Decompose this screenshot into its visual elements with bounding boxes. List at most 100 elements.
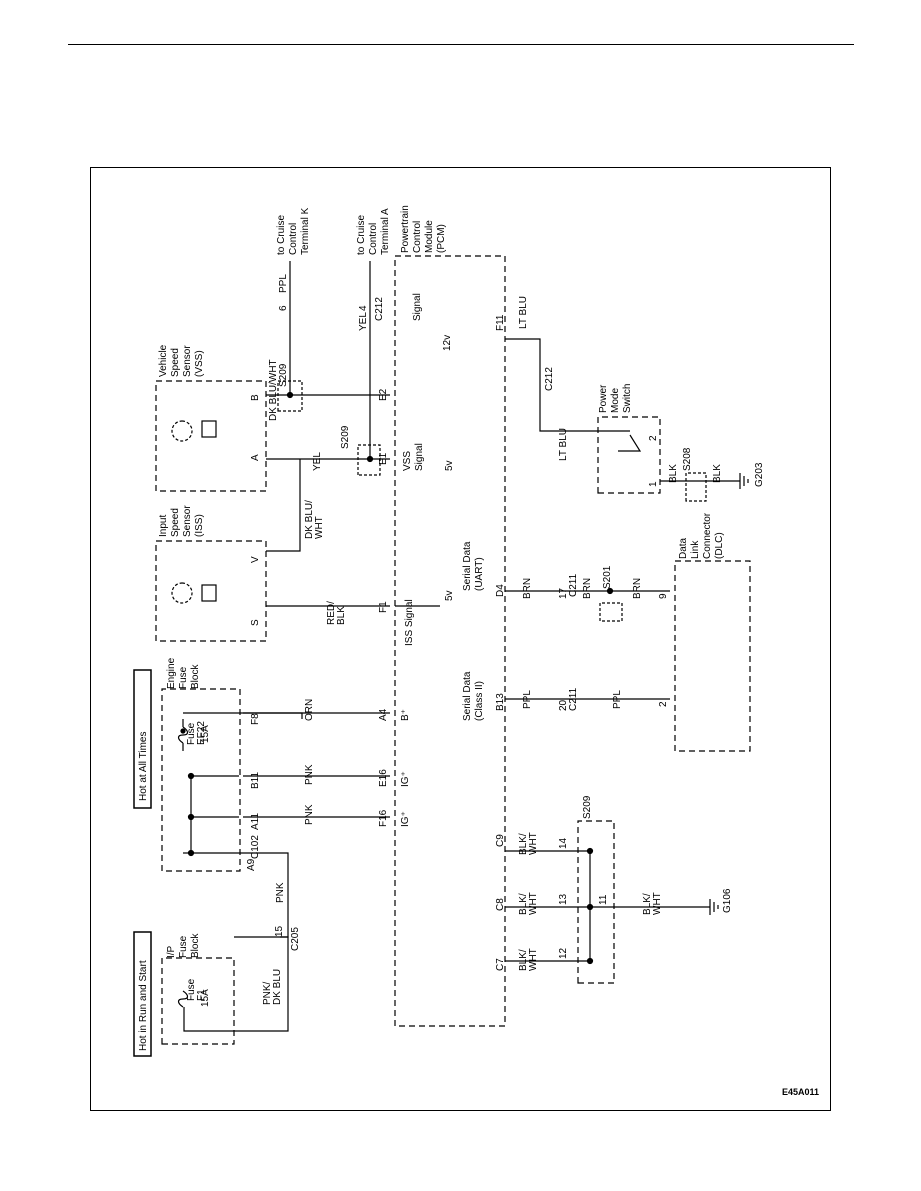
label-iss-signal: ISS Signal	[404, 599, 415, 646]
label-n2-dlc: 2	[658, 701, 669, 707]
label-s209-top: S209	[278, 363, 289, 387]
iss-gear-icon	[171, 582, 193, 604]
label-n17: 17	[558, 587, 569, 599]
label-blkwht-g106: BLK/ WHT	[642, 891, 663, 915]
iss-pin-v: V	[250, 556, 261, 563]
splice-s209-bottom	[357, 444, 381, 476]
label-c211-2: C211	[568, 573, 579, 597]
label-n12: 12	[558, 947, 569, 959]
label-serial-uart: Serial Data (UART)	[462, 539, 485, 591]
vss-box	[155, 380, 267, 492]
label-twelve-v: 12v	[442, 335, 453, 351]
label-c212-a: C212	[374, 297, 385, 321]
label-cruise-a: to Cruise Control Terminal A	[356, 208, 391, 255]
label-f8: F8	[250, 713, 261, 725]
label-n4-a: 4	[358, 305, 369, 311]
label-n1-switch: 1	[648, 481, 659, 487]
label-pcm-f1: F1	[378, 601, 389, 613]
wire-lt-blu	[505, 338, 630, 432]
label-f11: F11	[495, 314, 506, 331]
label-e2: E2	[378, 388, 389, 401]
dlc-box	[674, 560, 751, 752]
hot-in-run-start-box	[133, 931, 152, 1057]
label-g203: G203	[754, 462, 765, 487]
label-pnk-1: PNK	[304, 764, 315, 785]
label-blkwht-c8: BLK/ WHT	[518, 891, 539, 915]
vss-label: Vehicle Speed Sensor (VSS)	[158, 342, 205, 377]
label-red-blk: RED/ BLK	[326, 598, 347, 625]
wiring-diagram: Hot at All Times Hot in Run and Start En…	[90, 167, 831, 1111]
fuse-ef22-label: Fuse EF22	[186, 720, 207, 745]
label-c7: C7	[495, 958, 506, 971]
label-brn-3: BRN	[632, 578, 643, 599]
label-ig-plus-2: IG⁺	[400, 811, 411, 827]
label-pnk-2: PNK	[304, 804, 315, 825]
label-a11: A11	[250, 813, 261, 830]
label-five-v-2: 5v	[444, 460, 455, 471]
label-c102: C102	[250, 835, 261, 859]
label-five-v-1: 5v	[444, 590, 455, 601]
engine-fuse-block	[161, 688, 241, 872]
vss-pin-b: B	[250, 394, 261, 401]
label-b13: B13	[495, 693, 506, 711]
label-g106: G106	[722, 888, 733, 913]
switch-contact-icon	[618, 434, 642, 452]
power-mode-switch-box	[597, 416, 661, 494]
label-cruise-k: to Cruise Control Terminal K	[276, 207, 311, 255]
hot-in-run-start-label: Hot in Run and Start	[138, 960, 149, 1051]
fuse-ef22-node-a	[180, 728, 186, 734]
label-pnk-dkblu: PNK/ DK BLU	[262, 969, 283, 1005]
label-s209-bottom: S209	[340, 425, 351, 449]
label-n2-switch: 2	[648, 435, 659, 441]
ip-fuse-block-label: I/P Fuse Block	[166, 933, 201, 958]
wire-dkblu-wht-iss	[266, 459, 301, 552]
label-vss-signal: VSS Signal	[402, 443, 425, 471]
iss-box	[155, 540, 267, 642]
label-ppl-1: PPL	[522, 690, 533, 709]
label-dkblu-wht-top: DK BLU/WHT	[268, 359, 279, 421]
splice-s209-ground	[577, 820, 615, 984]
pcm-box	[394, 255, 506, 1027]
ground-g203-icon	[739, 473, 749, 489]
label-b11: B11	[250, 772, 261, 789]
label-s209-ground: S209	[582, 795, 593, 819]
ground-node-c9	[586, 847, 594, 855]
hot-at-all-times-box	[133, 669, 152, 809]
iss-pin-s: S	[250, 619, 261, 626]
label-yel-vss: YEL	[312, 452, 323, 471]
iss-label: Input Speed Sensor (ISS)	[158, 503, 205, 537]
ip-fuse-block	[161, 957, 235, 1045]
header-rule	[68, 44, 854, 45]
label-a9: A9	[246, 858, 257, 871]
figure-id: E45A011	[782, 1087, 820, 1097]
label-ppl-k: PPL	[278, 274, 289, 293]
label-ig-plus-1: IG⁺	[400, 771, 411, 787]
fuse-f1-rating: 15A	[200, 989, 211, 1007]
label-brn-2: BRN	[582, 578, 593, 599]
label-c8: C8	[495, 898, 506, 911]
engine-fuse-block-label: Engine Fuse Block	[166, 655, 201, 689]
label-c205: C205	[290, 927, 301, 951]
fuse-f1-symbol	[177, 990, 189, 1008]
label-n9: 9	[658, 593, 669, 599]
wire-ef22-feed	[183, 712, 303, 719]
splice-s201	[599, 602, 623, 622]
label-blk-1: BLK	[668, 464, 679, 483]
ground-g106-icon	[709, 899, 719, 915]
label-n20: 20	[558, 699, 569, 711]
label-blk-2: BLK	[712, 464, 723, 483]
wire-pnk-dkblu	[183, 936, 289, 1032]
vss-pin-a: A	[250, 454, 261, 461]
dlc-label: Data Link Connector (DLC)	[678, 510, 725, 559]
label-e16: E16	[378, 769, 389, 787]
label-pin15: 15	[274, 925, 285, 937]
power-mode-switch-label: Power Mode Switch	[598, 382, 633, 413]
label-ppl-2: PPL	[612, 690, 623, 709]
label-s208: S208	[682, 447, 693, 471]
label-lt-blu-1: LT BLU	[518, 296, 529, 329]
label-c9: C9	[495, 834, 506, 847]
label-b-plus: B⁺	[400, 709, 411, 721]
label-orn: ORN	[304, 699, 315, 721]
label-a4: A4	[378, 708, 389, 721]
hot-at-all-times-label: Hot at All Times	[138, 732, 149, 801]
